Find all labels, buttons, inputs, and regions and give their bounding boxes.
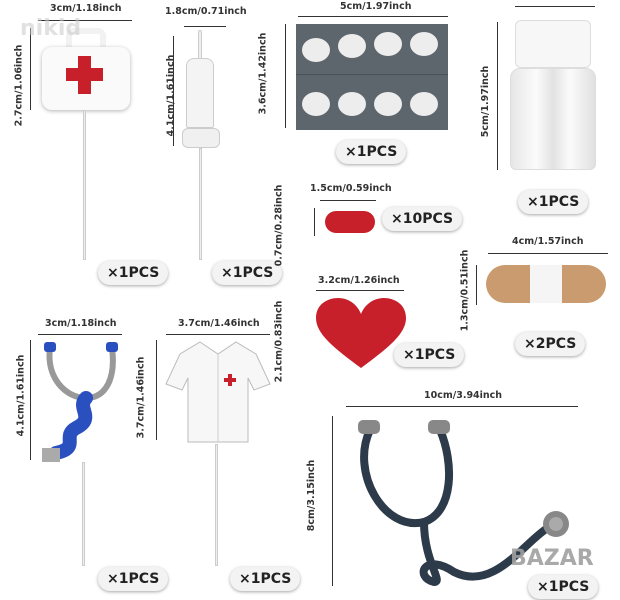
height-label: 2.1cm/0.83inch [273,300,285,383]
width-label: 5cm/1.97inch [340,1,412,12]
heart-icon [316,298,406,368]
kit-handle [66,28,106,50]
qty-badge: ×1PCS [528,575,599,599]
syringe-barrel [186,58,214,128]
kit-body [42,47,130,110]
bottle-cap [515,20,591,68]
height-label: 3.6cm/1.42inch [257,32,269,115]
stethoscope-icon [358,420,569,587]
height-label: 8cm/3.15inch [306,459,318,532]
bottle-body [510,68,596,170]
width-label: 10cm/3.94inch [424,390,503,401]
width-label: 4cm/1.57inch [512,236,584,247]
height-label: 4.1cm/1.61inch [165,54,177,137]
height-label: 2.7cm/1.06inch [13,44,25,127]
stethoscope-icon [42,342,118,462]
width-label: 3cm/1.18inch [50,3,122,14]
qty-badge: ×1PCS [394,343,465,367]
height-label: 4.1cm/1.61inch [15,354,27,437]
qty-badge: ×2PCS [515,332,586,356]
watermark: BAZAR [510,546,594,571]
width-label: 3.2cm/1.26inch [318,275,400,286]
height-label: 5cm/1.97inch [480,65,492,138]
watermark: nikid [20,16,82,41]
width-label: 1.5cm/0.59inch [310,183,392,194]
qty-badge: ×1PCS [212,261,283,285]
qty-badge: ×1PCS [230,567,301,591]
qty-badge: ×1PCS [98,567,169,591]
blister-tray [296,24,448,130]
width-label: 3cm/1.18inch [45,318,117,329]
width-label: 3.7cm/1.46inch [178,318,260,329]
lab-coat-icon [165,341,271,443]
qty-badge: ×1PCS [98,261,169,285]
height-label: 0.7cm/0.28inch [273,184,285,267]
red-capsule [325,211,375,233]
qty-badge: ×1PCS [336,140,407,164]
qty-badge: ×1PCS [518,190,589,214]
height-label: 3.7cm/1.46inch [135,356,147,439]
qty-badge: ×10PCS [382,207,463,231]
width-label: 1.8cm/0.71inch [165,6,247,17]
height-label: 1.3cm/0.51inch [459,249,471,332]
bandage-strip [486,265,606,303]
